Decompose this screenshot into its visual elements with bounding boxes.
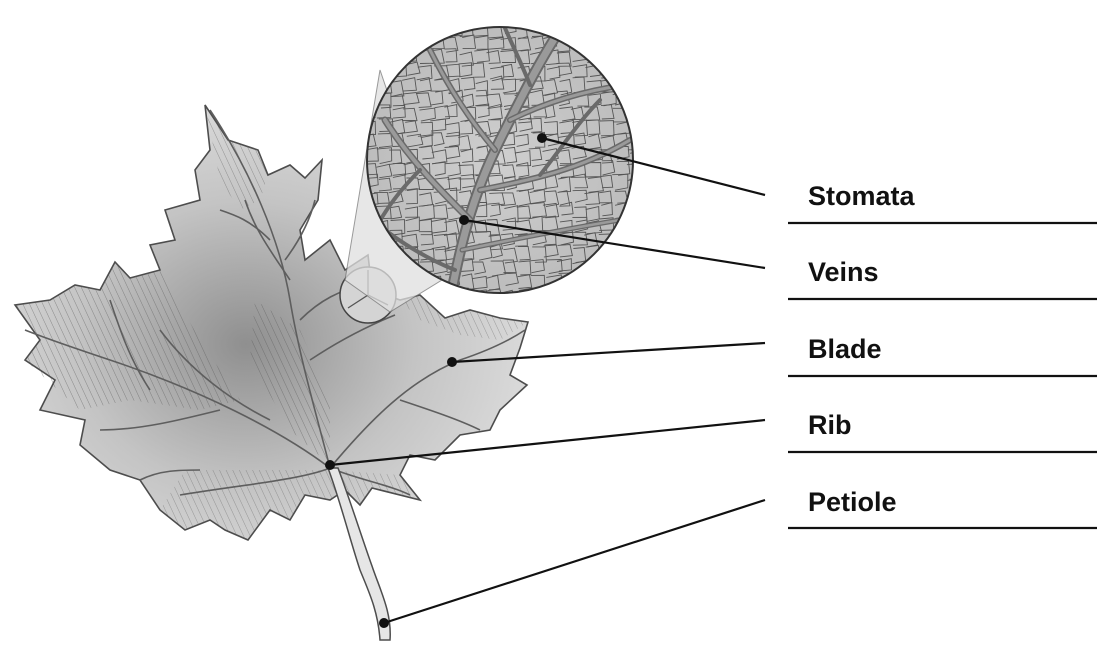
cell-outline: [588, 21, 601, 33]
cell-outline: [629, 66, 642, 79]
cell-outline: [614, 63, 628, 75]
label-petiole: Petiole: [788, 487, 1097, 528]
petiole-dot: [379, 618, 389, 628]
cell-outline: [615, 248, 628, 262]
cell-outline: [616, 79, 628, 93]
label-stomata: Stomata: [788, 181, 1097, 223]
cell-outline: [629, 207, 642, 222]
cell-outline: [377, 49, 389, 62]
blade-dot: [447, 357, 457, 367]
cell-outline: [629, 291, 643, 304]
cell-outline: [614, 53, 626, 65]
cell-outline: [600, 262, 612, 275]
cell-outline: [631, 260, 644, 275]
cell-outline: [630, 233, 643, 246]
cell-outline: [403, 22, 419, 35]
cell-outline: [628, 219, 641, 232]
cell-outline: [600, 38, 614, 50]
rib-dot: [325, 460, 335, 470]
cell-outline: [363, 23, 375, 36]
cell-outline: [599, 48, 614, 63]
label-rib-text: Rib: [808, 410, 852, 440]
leaf-shading-bottom: [160, 470, 420, 540]
label-veins-text: Veins: [808, 257, 879, 287]
cell-outline: [444, 286, 460, 301]
cell-outline: [615, 291, 631, 305]
cell-outline: [362, 77, 376, 92]
cell-outline: [628, 35, 642, 48]
cell-outline: [365, 64, 381, 79]
cell-outline: [391, 21, 405, 35]
cell-outline: [586, 287, 600, 302]
label-stomata-text: Stomata: [808, 181, 916, 211]
cell-outline: [571, 289, 585, 301]
cell-outline: [612, 36, 625, 52]
cell-outline: [376, 39, 392, 53]
cell-outline: [628, 93, 642, 108]
cell-outline: [417, 25, 431, 38]
cell-outline: [627, 50, 639, 64]
cell-outline: [432, 22, 444, 38]
cell-outline: [573, 20, 586, 34]
cell-outline: [561, 289, 575, 305]
cell-outline: [405, 36, 420, 51]
label-veins: Veins: [788, 257, 1097, 299]
cell-outline: [630, 79, 646, 95]
cell-outline: [627, 22, 639, 36]
cell-outline: [530, 291, 543, 303]
cell-outline: [377, 22, 390, 37]
label-blade-text: Blade: [808, 334, 882, 364]
label-petiole-text: Petiole: [808, 487, 897, 517]
cell-outline: [612, 261, 626, 275]
cell-outline: [615, 231, 630, 246]
cell-outline: [557, 20, 569, 32]
cell-outline: [391, 39, 406, 54]
cell-outline: [573, 37, 586, 51]
label-blade: Blade: [788, 334, 1097, 376]
veins-dot: [459, 215, 469, 225]
cell-outline: [602, 245, 615, 259]
cell-outline: [631, 107, 645, 120]
cell-outline: [585, 276, 598, 291]
cell-outline: [389, 48, 404, 64]
cell-outline: [363, 51, 377, 63]
petiole-leader: [384, 500, 765, 623]
cell-outline: [627, 273, 643, 289]
cell-outline: [363, 36, 376, 52]
cell-outline: [587, 36, 599, 49]
cell-outline: [600, 22, 612, 37]
cell-outline: [431, 290, 447, 304]
cell-outline: [616, 23, 629, 36]
cell-outline: [602, 273, 618, 285]
stomata-dot: [537, 133, 547, 143]
cell-outline: [574, 276, 589, 290]
cell-outline: [602, 286, 617, 301]
cell-outline: [613, 273, 626, 288]
label-rib: Rib: [788, 410, 1097, 452]
cell-outline: [547, 288, 560, 302]
cell-outline: [630, 192, 643, 206]
cell-outline: [542, 21, 557, 36]
